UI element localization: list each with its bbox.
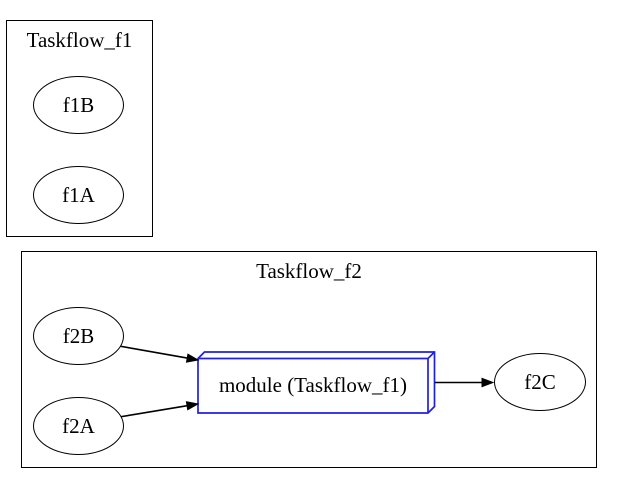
node-f1B: f1B [33,76,124,134]
node-f2B: f2B [33,307,124,365]
cluster-taskflow-f2: Taskflow_f2 [21,251,597,468]
cluster-taskflow-f1: Taskflow_f1 [6,20,153,237]
node-f2A: f2A [33,397,124,455]
node-f1B-label: f1B [62,92,95,117]
node-module-taskflow-f1: module (Taskflow_f1) [198,358,428,413]
cluster-taskflow-f1-title: Taskflow_f1 [26,28,133,52]
node-f2B-label: f2B [62,323,95,348]
edge-f2B-to-module [118,345,200,363]
cluster-taskflow-f2-title: Taskflow_f2 [256,259,362,283]
arrowhead-module-f2C [481,377,495,388]
arrowhead-f2A-module [185,401,200,411]
node-f1A: f1A [33,166,124,224]
node-f2A-label: f2A [62,413,95,438]
node-f1A-label: f1A [62,182,95,207]
node-module-label: module (Taskflow_f1) [218,373,408,397]
edge-f2A-to-module [118,401,200,418]
edge-module-to-f2C [435,377,495,388]
arrowhead-f2B-module [185,353,200,363]
module-box3d-shape [197,351,436,414]
node-f2C: f2C [494,353,586,411]
node-f2C-label: f2C [524,369,556,394]
